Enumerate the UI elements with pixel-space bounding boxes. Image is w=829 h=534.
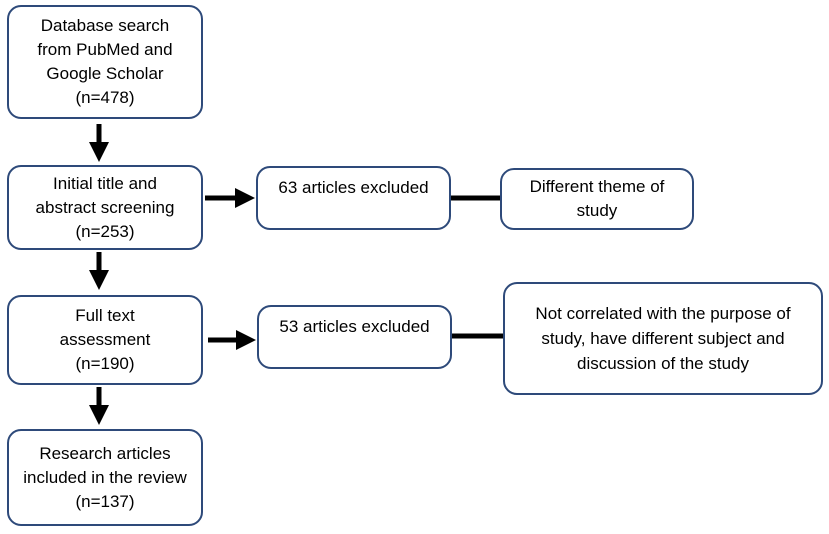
reason-different-theme-box: Different theme of study [500, 168, 694, 230]
reason-different-theme-text: Different theme of study [530, 175, 665, 223]
included-articles-box: Research articles included in the review… [7, 429, 203, 526]
box-line: (n=190) [75, 354, 135, 373]
box-line: Different theme of [529, 177, 665, 196]
box-line: assessment [59, 330, 151, 349]
box-line: Database search [40, 16, 170, 35]
reason-not-correlated-box: Not correlated with the purpose of study… [503, 282, 823, 395]
database-search-text: Database search from PubMed and Google S… [37, 14, 172, 110]
box-line: Google Scholar [46, 64, 164, 83]
box-line: Not correlated with the purpose of [535, 304, 791, 323]
box-line: included in the review [23, 467, 187, 487]
full-text-assessment-text: Full text assessment (n=190) [60, 304, 151, 376]
box-line: Full text [75, 306, 135, 325]
box-line: Initial title and [53, 173, 157, 193]
full-text-assessment-box: Full text assessment (n=190) [7, 295, 203, 385]
initial-screening-text: Initial title and abstract screening (n=… [36, 172, 175, 244]
box-line: (n=137) [75, 491, 135, 511]
box-line: from PubMed and [37, 40, 173, 59]
box-line: (n=253) [75, 221, 135, 241]
box-line: abstract screening [35, 197, 175, 217]
excluded-63-label: 63 articles excluded [278, 178, 429, 197]
box-line: study, have different subject and [541, 329, 785, 348]
included-articles-text: Research articles included in the review… [23, 442, 186, 514]
box-line: discussion of the study [577, 354, 749, 373]
reason-not-correlated-text: Not correlated with the purpose of study… [535, 301, 790, 376]
excluded-53-label: 53 articles excluded [279, 317, 430, 336]
initial-screening-box: Initial title and abstract screening (n=… [7, 165, 203, 250]
database-search-box: Database search from PubMed and Google S… [7, 5, 203, 119]
excluded-63-box: 63 articles excluded [256, 166, 451, 230]
box-line: study [576, 201, 618, 220]
excluded-53-box: 53 articles excluded [257, 305, 452, 369]
box-line: (n=478) [75, 88, 135, 107]
box-line: Research articles [39, 443, 171, 463]
